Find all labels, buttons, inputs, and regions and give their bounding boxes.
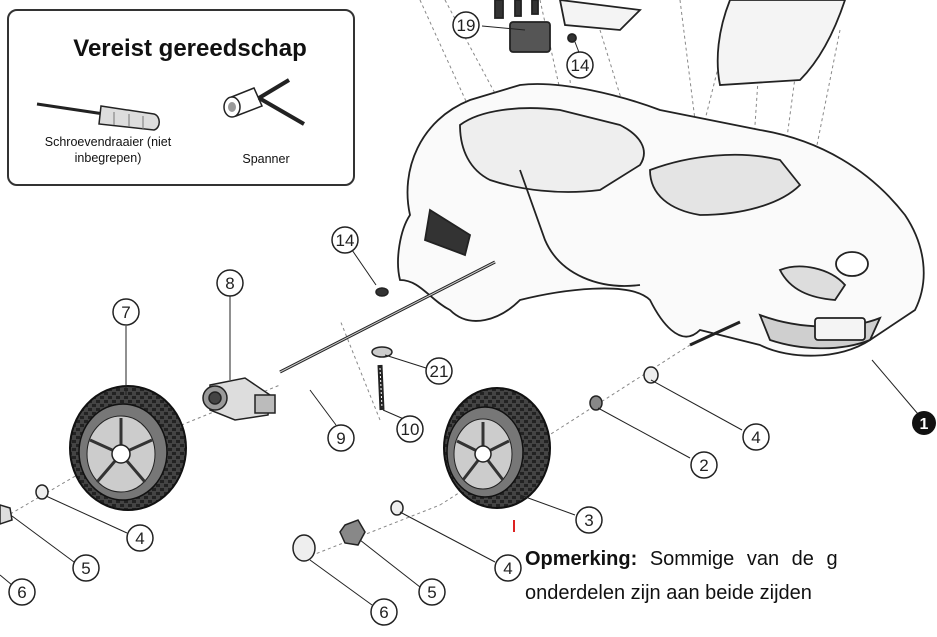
callout-10: 10	[396, 415, 424, 443]
svg-text:1: 1	[920, 416, 929, 433]
bolt-and-washers	[0, 287, 659, 562]
svg-text:6: 6	[379, 603, 388, 622]
callout-4-bottom: 4	[494, 554, 522, 582]
required-tools-box: Vereist gereedschap Schroevendraaier (ni…	[7, 9, 355, 186]
rear-wheel-right	[443, 387, 551, 509]
svg-text:10: 10	[401, 420, 420, 439]
front-axle-pin	[689, 320, 741, 347]
screwdriver-label: Schroevendraaier (niet inbegrepen)	[44, 135, 172, 165]
gear-motor	[202, 377, 276, 421]
callout-8: 8	[216, 269, 244, 297]
car-body	[397, 83, 925, 357]
callout-9: 9	[327, 424, 355, 452]
spanner-icon	[223, 78, 306, 126]
svg-text:19: 19	[457, 16, 476, 35]
callout-14-top: 14	[566, 51, 594, 79]
svg-text:2: 2	[699, 456, 708, 475]
callout-5-left: 5	[72, 554, 100, 582]
callout-5-bottom: 5	[418, 578, 446, 606]
callout-21: 21	[425, 357, 453, 385]
svg-text:14: 14	[571, 56, 590, 75]
svg-text:8: 8	[225, 274, 234, 293]
note-line-2: onderdelen zijn aan beide zijden	[525, 582, 812, 604]
callout-4-left: 4	[126, 524, 154, 552]
callout-4-right: 4	[742, 423, 770, 451]
svg-text:14: 14	[336, 231, 355, 250]
callout-7: 7	[112, 298, 140, 326]
callouts: 19 14 14 8 7 21 10 9 4 2 3 4 5 6 4 5 6	[8, 11, 770, 626]
rear-axle	[279, 260, 496, 374]
callout-19: 19	[452, 11, 480, 39]
callout-1-filled: 1	[912, 411, 936, 435]
svg-text:4: 4	[503, 559, 512, 578]
callout-6-bottom: 6	[370, 598, 398, 626]
svg-text:4: 4	[135, 529, 144, 548]
svg-text:3: 3	[584, 511, 593, 530]
assembly-note: Opmerking: Sommige van de g onderdelen z…	[525, 542, 937, 610]
leader-lines	[0, 25, 919, 606]
screwdriver-icon	[36, 102, 160, 131]
callout-3: 3	[575, 506, 603, 534]
tools-title: Vereist gereedschap	[73, 35, 307, 62]
svg-text:6: 6	[17, 583, 26, 602]
note-line-1: Opmerking: Sommige van de g	[525, 548, 838, 570]
svg-text:5: 5	[81, 559, 90, 578]
rear-wheel-left	[69, 385, 187, 511]
svg-text:9: 9	[336, 429, 345, 448]
callout-2: 2	[690, 451, 718, 479]
svg-text:7: 7	[121, 303, 130, 322]
callout-6-left: 6	[8, 578, 36, 606]
spanner-label: Spanner	[242, 152, 290, 166]
svg-text:21: 21	[430, 362, 449, 381]
svg-text:5: 5	[427, 583, 436, 602]
callout-14: 14	[331, 226, 359, 254]
svg-text:4: 4	[751, 428, 760, 447]
note-label: Opmerking:	[525, 548, 638, 570]
top-parts	[494, 0, 846, 86]
